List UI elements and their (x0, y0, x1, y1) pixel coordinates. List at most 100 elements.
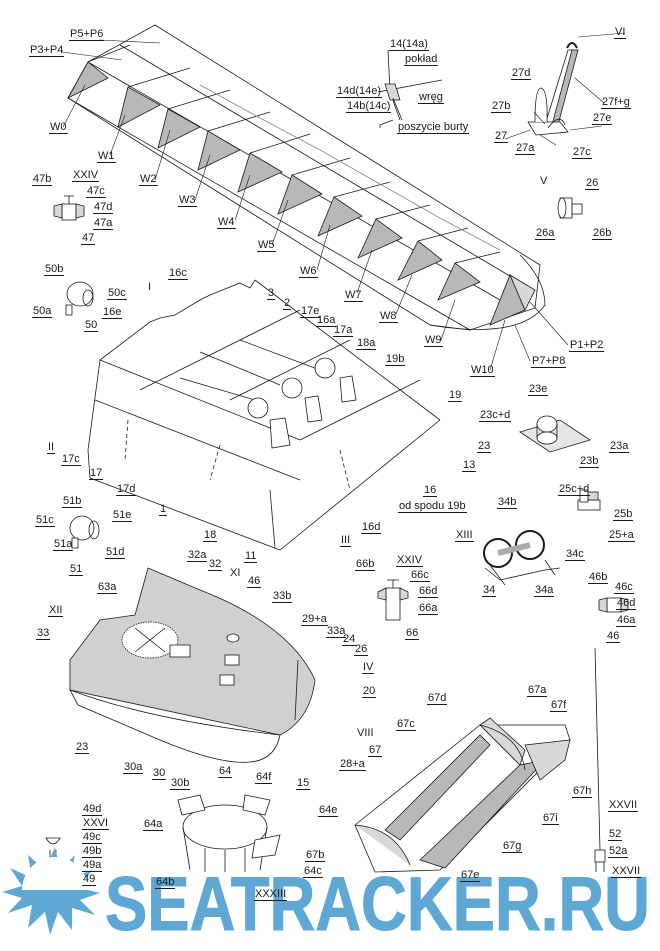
label-32: 32 (208, 558, 223, 571)
anchor-drawing (527, 42, 579, 136)
label-28-a: 28+a (339, 758, 366, 771)
label-w10: W10 (470, 364, 495, 377)
label-26-deck: 26 (354, 643, 369, 656)
label-52: 52 (608, 828, 623, 841)
label-11: 11 (244, 550, 258, 563)
label-27b: 27b (491, 100, 512, 113)
label-p3-p4: P3+P4 (29, 44, 65, 57)
label-30: 30 (152, 767, 167, 780)
part-46-drawing (598, 597, 629, 613)
part-66-drawing (377, 579, 409, 621)
label-19: 19 (448, 389, 463, 402)
label-17: 17 (89, 467, 104, 480)
label-p7-p8: P7+P8 (531, 355, 567, 368)
label-25b: 25b (613, 508, 634, 521)
label-ii: II (47, 441, 56, 454)
label-64a: 64a (143, 818, 164, 831)
label-3: 3 (267, 287, 276, 300)
label-67g: 67g (502, 840, 523, 853)
leader-lines (61, 32, 626, 371)
part-51-drawing (69, 515, 100, 549)
superstructure-drawing (87, 279, 441, 551)
label-67a: 67a (527, 684, 548, 697)
label-27c: 27c (572, 146, 592, 159)
label-17c: 17c (61, 453, 81, 466)
label-33b: 33b (272, 590, 293, 603)
label-64f: 64f (255, 771, 273, 784)
label-27f-g: 27f+g (601, 96, 631, 109)
label-v: V (540, 175, 548, 187)
label-18a: 18a (356, 337, 377, 350)
label-14b-14c: 14b(14c) (346, 100, 392, 113)
label-34b: 34b (497, 496, 518, 509)
label-viii: VIII (357, 727, 374, 739)
part-64-drawing (177, 794, 281, 872)
label-od-spodu-19b: od spodu 19b (398, 500, 467, 513)
label-66d: 66d (418, 585, 439, 598)
part-26-drawing (557, 197, 583, 219)
label-33a: 33a (326, 625, 347, 638)
label-51e: 51e (112, 509, 133, 522)
label-16: 16 (423, 484, 438, 497)
label-w7: W7 (344, 289, 363, 302)
label-23a: 23a (609, 440, 630, 453)
label-66c: 66c (410, 569, 430, 582)
part-47-drawing (53, 195, 85, 221)
label-26b: 26b (592, 227, 613, 240)
label-p1-p2: P1+P2 (569, 339, 605, 352)
label-67e: 67e (460, 869, 481, 882)
label-52a: 52a (608, 845, 629, 858)
label-17a: 17a (333, 324, 354, 337)
label-17e: 17e (300, 305, 321, 318)
label-34a: 34a (534, 584, 555, 597)
label-49a: 49a (82, 859, 103, 872)
label-30b: 30b (170, 777, 191, 790)
label-51a: 51a (53, 538, 74, 551)
label-23: 23 (477, 440, 492, 453)
label-67c: 67c (396, 718, 416, 731)
hatch-67-drawing (354, 717, 571, 873)
label-16e: 16e (102, 306, 123, 319)
label-16d: 16d (361, 521, 382, 534)
label-46-small: 46 (606, 630, 621, 643)
label-17d: 17d (116, 483, 137, 496)
label-15: 15 (296, 777, 311, 790)
label-46b: 46b (588, 571, 609, 584)
sun-icon (2, 847, 100, 935)
label-63a: 63a (97, 581, 118, 594)
label-50a: 50a (32, 305, 53, 318)
label-27e: 27e (592, 112, 613, 125)
label-23e: 23e (528, 383, 549, 396)
deck-section-detail-drawing (377, 49, 443, 128)
label-w0: W0 (49, 121, 68, 134)
label-p5-p6: P5+P6 (69, 28, 105, 41)
label-xxiv-47: XXIV (72, 169, 100, 182)
label-51d: 51d (105, 546, 126, 559)
watermark-text: SEATRACKER.RU (105, 862, 650, 946)
label-23-deck: 23 (75, 741, 90, 754)
label-64e: 64e (318, 804, 339, 817)
label-19b: 19b (385, 353, 406, 366)
label-23b: 23b (579, 455, 600, 468)
label-47d: 47d (93, 201, 114, 214)
label-32a: 32a (187, 549, 208, 562)
label-wreg: wręg (418, 91, 444, 104)
deck-assembly-drawing (69, 567, 316, 763)
label-w2: W2 (139, 173, 158, 186)
label-47: 47 (81, 232, 96, 245)
label-67d: 67d (427, 692, 448, 705)
label-51c: 51c (35, 514, 55, 527)
label-13: 13 (462, 459, 477, 472)
label-27: 27 (494, 130, 509, 143)
part-25-drawing (577, 489, 601, 511)
label-25-a: 25+a (608, 529, 635, 542)
label-50b: 50b (44, 263, 65, 276)
label-w5: W5 (257, 239, 276, 252)
label-47a: 47a (93, 217, 114, 230)
label-1: 1 (159, 503, 168, 516)
label-w8: W8 (379, 310, 398, 323)
label-w3: W3 (178, 194, 197, 207)
label-26a: 26a (535, 227, 556, 240)
